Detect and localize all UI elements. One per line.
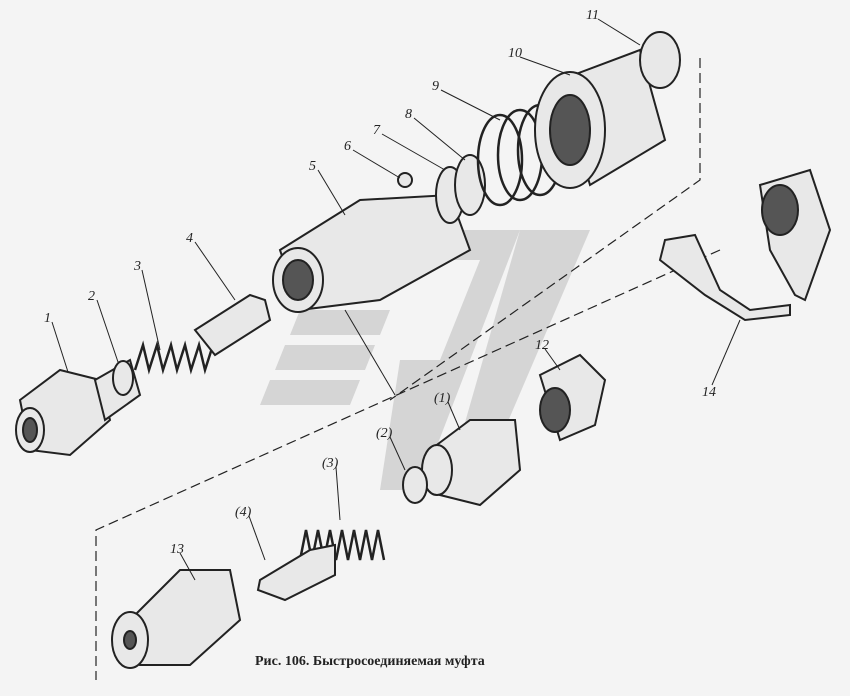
callout-14: 14 [702, 385, 716, 400]
part-13-housing [111, 569, 242, 669]
assembly-dashed-line [95, 249, 721, 680]
figure-caption: Рис. 106. Быстросоединяемая муфта [255, 654, 485, 669]
part-14-dust-cap [658, 168, 832, 322]
part-10-sleeve [534, 48, 667, 189]
part-2-ring [112, 360, 134, 396]
part-12-nut [538, 353, 607, 442]
part-4-valve-copy [256, 543, 336, 602]
part-3-spring [133, 340, 215, 375]
callout-3: 3 [133, 259, 141, 274]
callout-7: 7 [373, 123, 381, 138]
part-2-ring-copy [402, 466, 428, 504]
callout-4: 4 [186, 231, 193, 246]
part-5-body [272, 193, 472, 313]
leader-lines [51, 18, 741, 581]
part-4-valve [193, 293, 272, 357]
callout-8: 8 [405, 107, 412, 122]
callout-11: 11 [586, 8, 599, 23]
callout-13: 13 [170, 542, 184, 557]
part-6-ball [397, 172, 413, 188]
callout-1: 1 [44, 311, 51, 326]
part-11-ring [639, 31, 681, 89]
callout-4-copy: (4) [235, 505, 252, 520]
watermark-logo [260, 230, 590, 490]
axis-line [344, 309, 396, 396]
callout-9: 9 [432, 79, 439, 94]
part-1-fitting-copy [421, 419, 522, 507]
callout-10: 10 [508, 46, 522, 61]
callout-2: 2 [88, 289, 95, 304]
callout-6: 6 [344, 139, 351, 154]
assembly-dashed-line [389, 58, 701, 401]
callout-1-copy: (1) [434, 391, 451, 406]
callout-5: 5 [309, 159, 316, 174]
callout-3-copy: (3) [322, 456, 339, 471]
callout-12: 12 [535, 338, 549, 353]
callout-2-copy: (2) [376, 426, 393, 441]
